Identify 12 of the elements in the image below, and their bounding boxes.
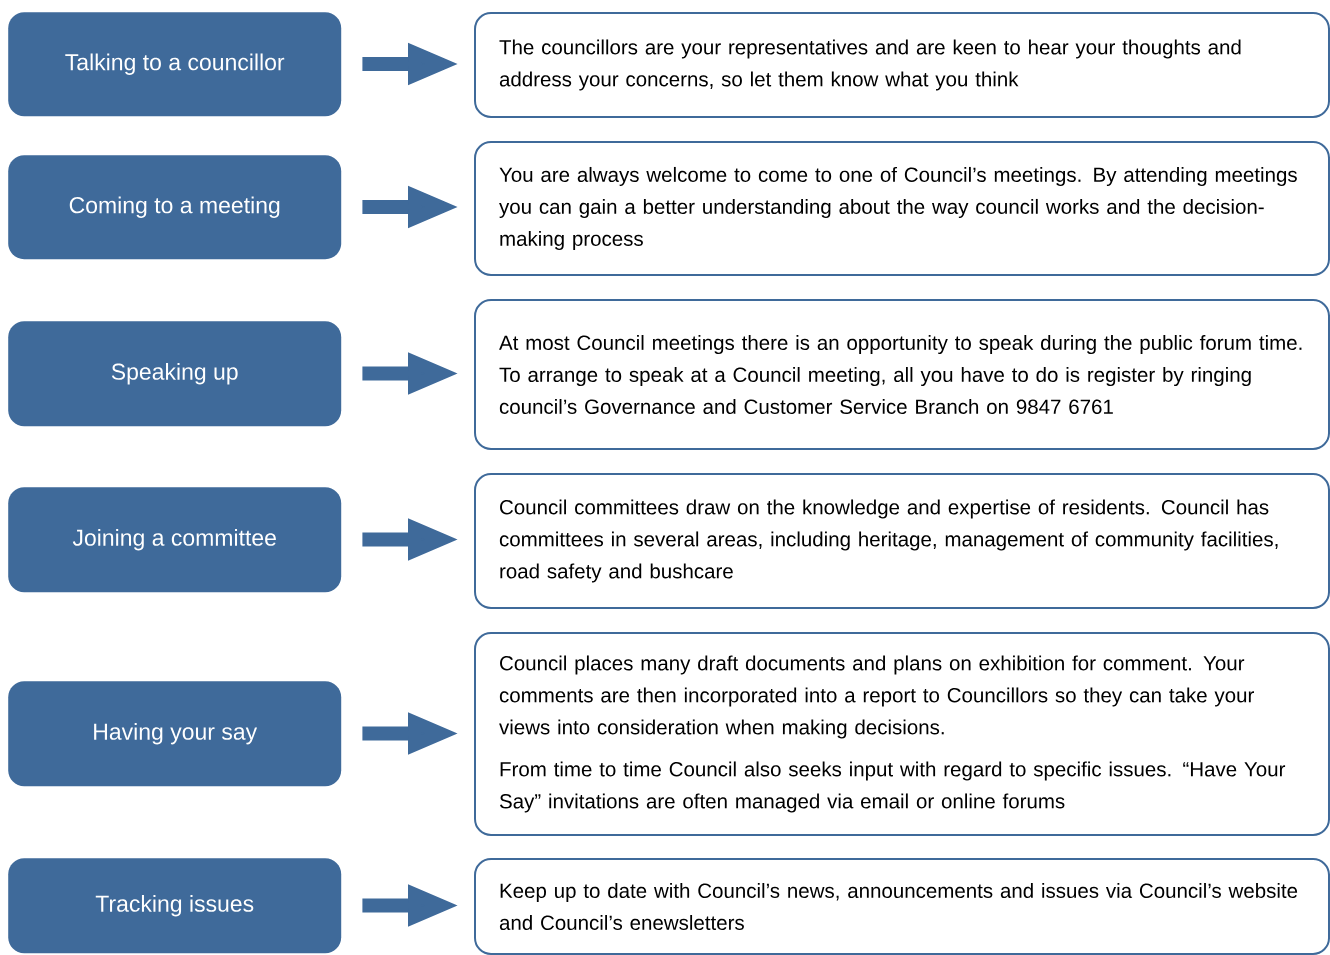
topic-box: Talking to a councillor: [8, 12, 342, 117]
description-box: Keep up to date with Council’s news, announcements and issues via Council’s website and Council’s enewsletters: [474, 858, 1330, 955]
topic-box: Having your say: [8, 681, 342, 787]
topic-box: Speaking up: [8, 321, 342, 427]
description-box: At most Council meetings there is an opportunity to speak during the public forum time. To arrange to speak at a Council meeting, all you have to do is register by ringing council’s Governance and Customer Service Branch on 9847 6761: [474, 299, 1330, 450]
description-box: Council places many draft documents and plans on exhibition for comment. Your comments are then incorporated into a report to Councillors so they can take your views into consideration when making decisions. From time to time Council also seeks input with regard to specific issues. “Have Your Say” invitations are often managed via email or online forums: [474, 632, 1330, 836]
topic-box: Coming to a meeting: [8, 155, 342, 260]
description-box: Council committees draw on the knowledge and expertise of residents. Council has committees in several areas, including heritage, management of community facilities, road safety and bushcare: [474, 473, 1330, 609]
description-box: The councillors are your representatives and are keen to hear your thoughts and address your concerns, so let them know what you think: [474, 12, 1330, 118]
topic-box: Tracking issues: [8, 858, 342, 954]
topic-box: Joining a committee: [8, 487, 342, 593]
description-box: You are always welcome to come to one of Council’s meetings. By attending meetings you can gain a better understanding about the way council works and the decision-making process: [474, 141, 1330, 276]
